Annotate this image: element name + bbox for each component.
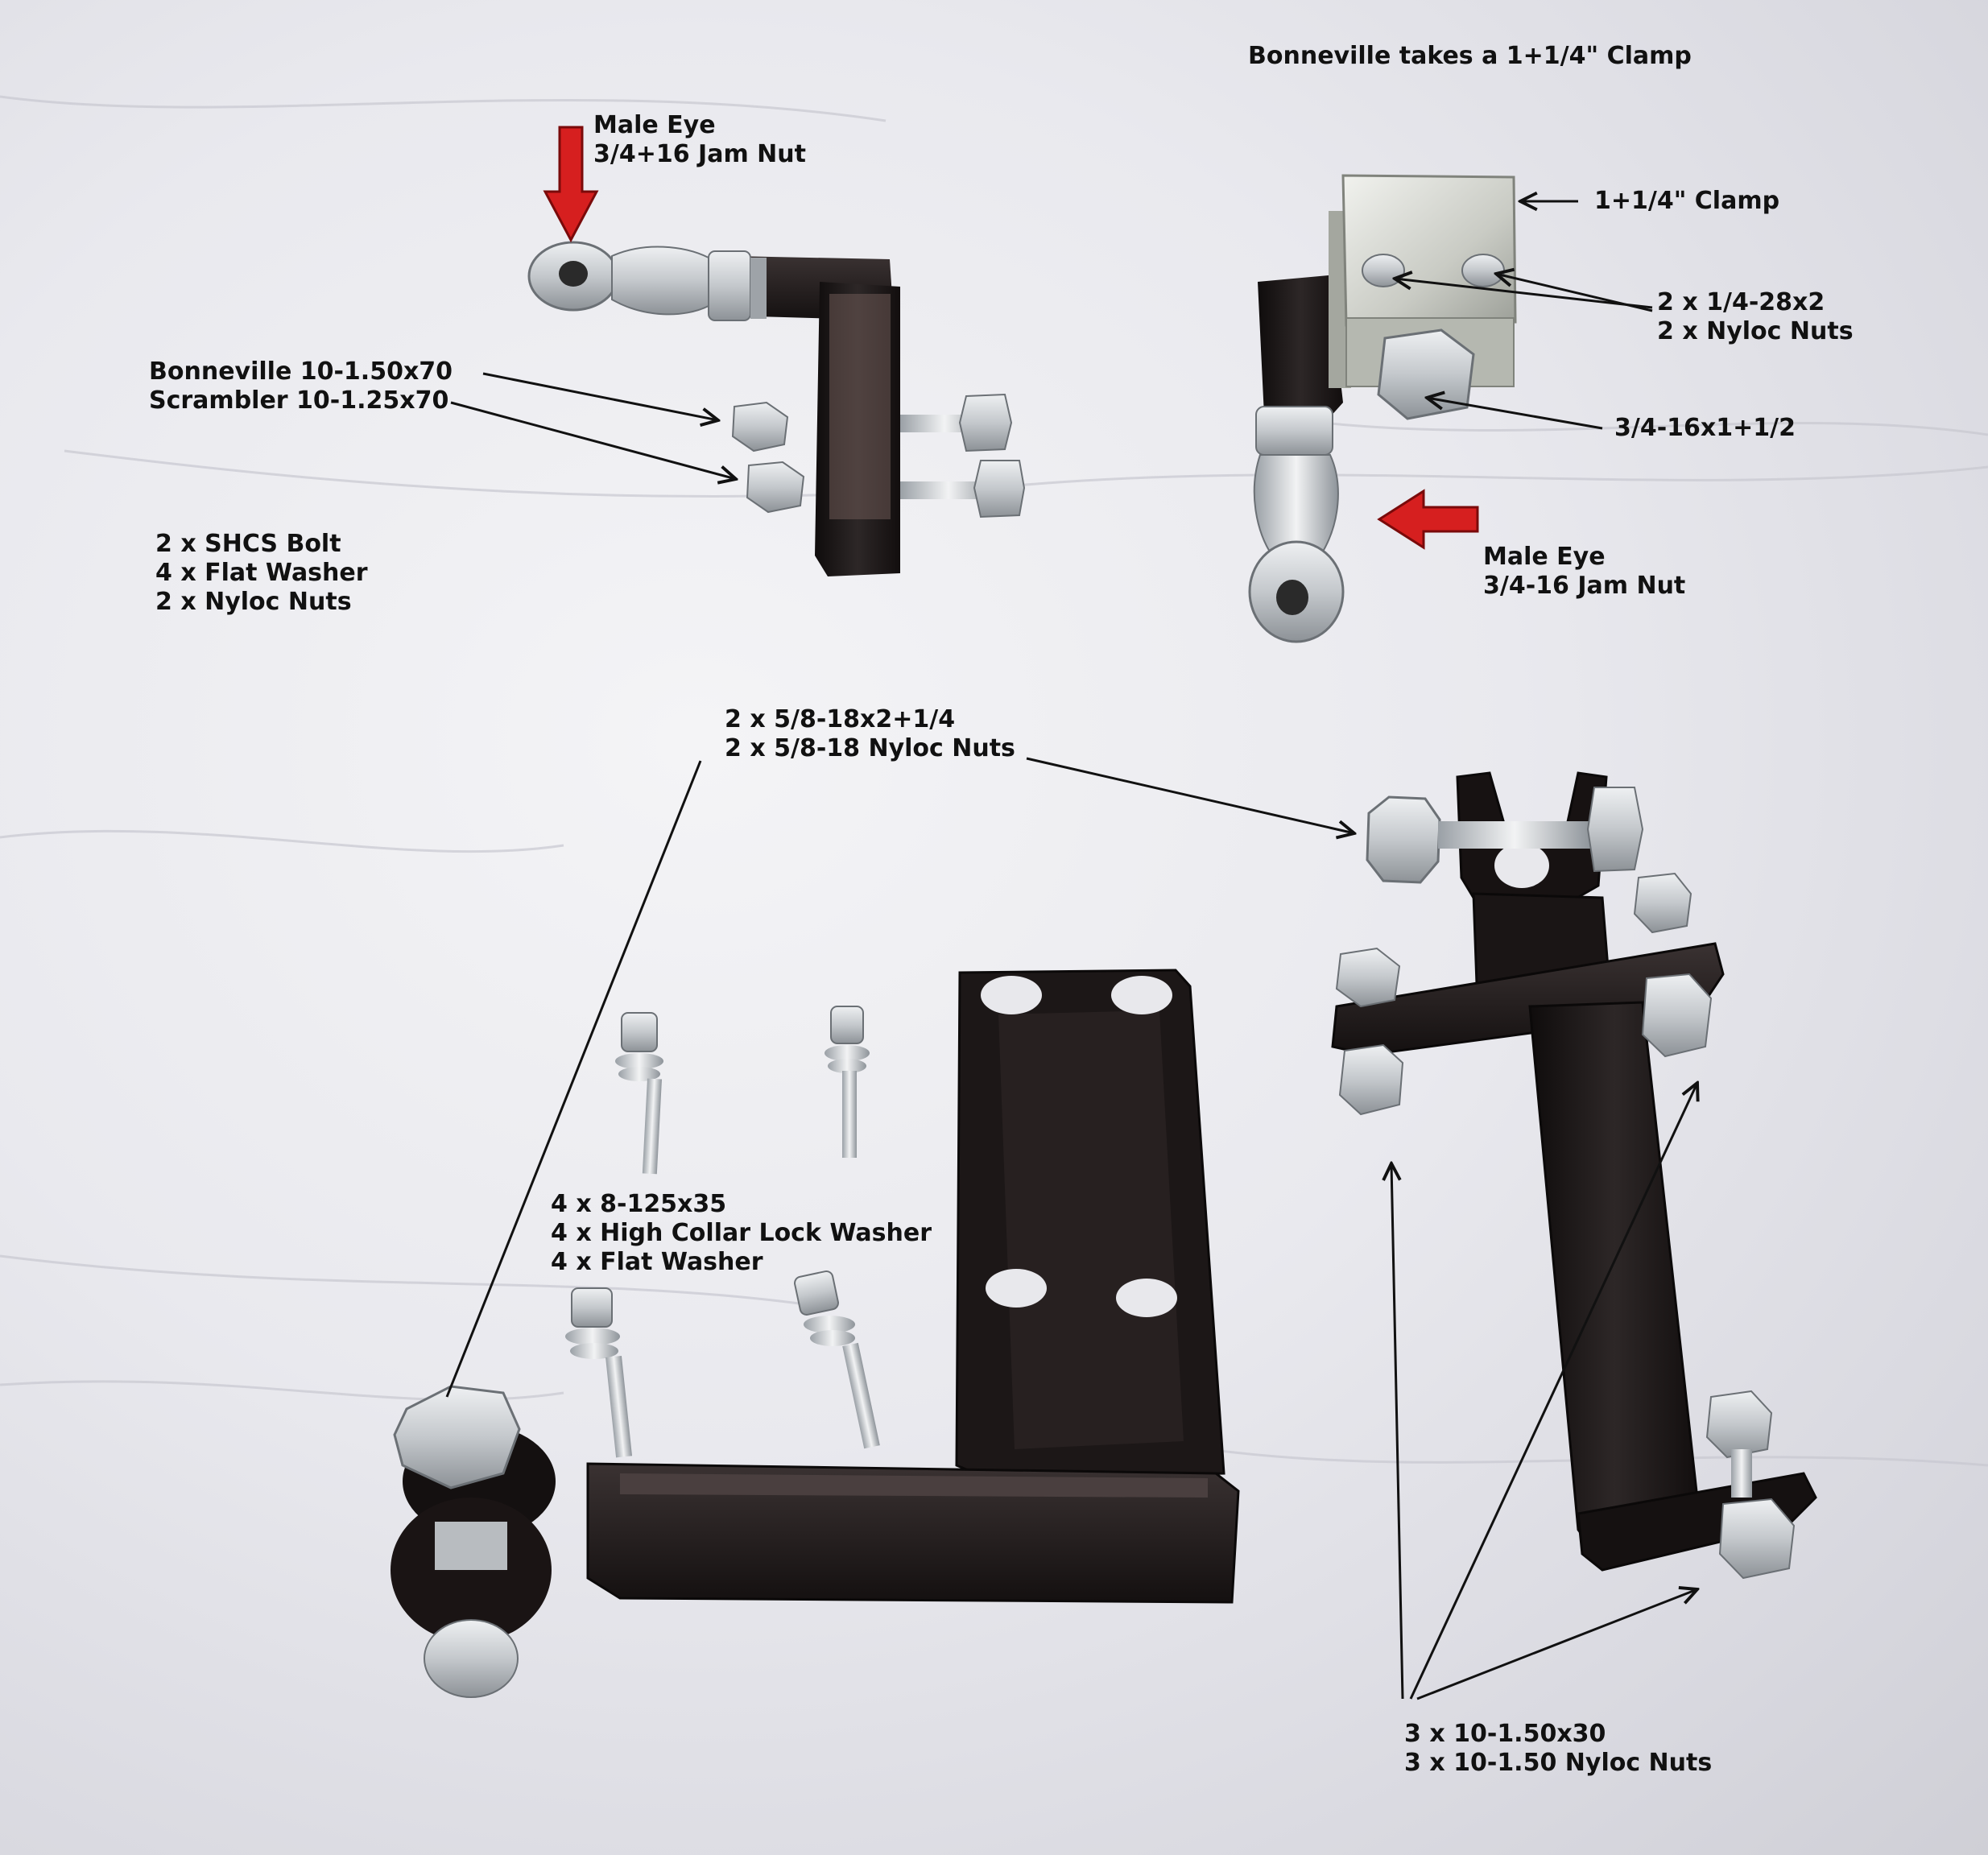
right-clevis-bolt (1366, 795, 1441, 884)
bracket-arm (586, 1462, 1240, 1604)
top-left-block-face (829, 294, 891, 519)
label-male-eye-top: Male Eye 3/4+16 Jam Nut (593, 111, 806, 168)
right-bracket-tube (1528, 1001, 1701, 1547)
bolt-70-upper (731, 393, 1013, 452)
top-right-male-eye (1248, 406, 1345, 643)
leader-arrow-bolts-58-right (1026, 757, 1354, 833)
loose-bolt-1 (615, 1012, 663, 1175)
top-right-black-body (1258, 275, 1343, 419)
label-bolts-30: 3 x 10-1.50x30 3 x 10-1.50 Nyloc Nuts (1404, 1720, 1713, 1777)
plate-slot-4 (1116, 1279, 1177, 1317)
clamp-body (1341, 174, 1517, 327)
clevis-bolt-head (393, 1385, 521, 1489)
loose-bolt-3 (565, 1287, 633, 1458)
cloth-folds (0, 95, 1988, 1467)
leader-arrow-clamp-bolt-left (1395, 279, 1653, 309)
top-left-assembly (527, 241, 1026, 576)
leader-arrow-bolt-70-lower (450, 401, 736, 479)
loose-bolts-8mm (565, 1006, 880, 1458)
bracket-plate-shade (998, 1010, 1184, 1449)
label-bonneville-clamp-note: Bonneville takes a 1+1/4" Clamp (1248, 42, 1692, 70)
nut-30-2 (1633, 872, 1713, 1058)
label-clamp: 1+1/4" Clamp (1594, 187, 1780, 215)
label-shcs-kit: 2 x SHCS Bolt 4 x Flat Washer 2 x Nyloc … (155, 530, 368, 616)
loose-bolt-2 (825, 1006, 870, 1158)
bottom-right-bracket (1331, 771, 1817, 1580)
leader-arrows (445, 201, 1697, 1700)
label-bolts-58: 2 x 5/8-18x2+1/4 2 x 5/8-18 Nyloc Nuts (725, 705, 1015, 762)
bolt-70-lower (746, 460, 1026, 518)
red-arrow-down-icon (543, 126, 599, 243)
eye-bolt-head (1377, 328, 1475, 420)
leader-arrow-clamp-bolt-right (1496, 274, 1653, 312)
clamp-bolt-left (1362, 254, 1405, 287)
label-eye-bolt: 3/4-16x1+1/2 (1614, 414, 1796, 442)
loose-bolt-4 (794, 1270, 880, 1449)
plate-slot-3 (986, 1269, 1047, 1308)
nut-30-3 (1705, 1390, 1796, 1580)
top-right-assembly (1248, 174, 1517, 643)
leader-arrow-30-a (1391, 1163, 1404, 1700)
leader-line-bolts-58-left (445, 760, 702, 1398)
label-bolts-8mm: 4 x 8-125x35 4 x High Collar Lock Washer… (551, 1190, 932, 1276)
bracket-clevis (391, 1385, 556, 1698)
bottom-left-bracket (391, 969, 1240, 1698)
leader-arrow-30-c (1416, 1589, 1697, 1700)
bracket-arm-top (620, 1473, 1208, 1498)
red-arrow-left-icon (1377, 489, 1479, 550)
nut-30-1 (1335, 947, 1404, 1116)
plate-slot-1 (981, 976, 1042, 1014)
leader-arrow-30-b (1409, 1083, 1697, 1700)
label-clamp-bolts: 2 x 1/4-28x2 2 x Nyloc Nuts (1657, 288, 1854, 345)
clamp-bolt-right (1461, 254, 1505, 287)
top-left-male-eye (527, 241, 767, 321)
plate-slot-2 (1111, 976, 1172, 1014)
leader-arrow-eye-bolt (1427, 398, 1603, 430)
label-male-eye-right: Male Eye 3/4-16 Jam Nut (1483, 543, 1686, 600)
leader-arrow-bolt-70-upper (482, 372, 718, 420)
label-bolts-70: Bonneville 10-1.50x70 Scrambler 10-1.25x… (149, 357, 453, 415)
